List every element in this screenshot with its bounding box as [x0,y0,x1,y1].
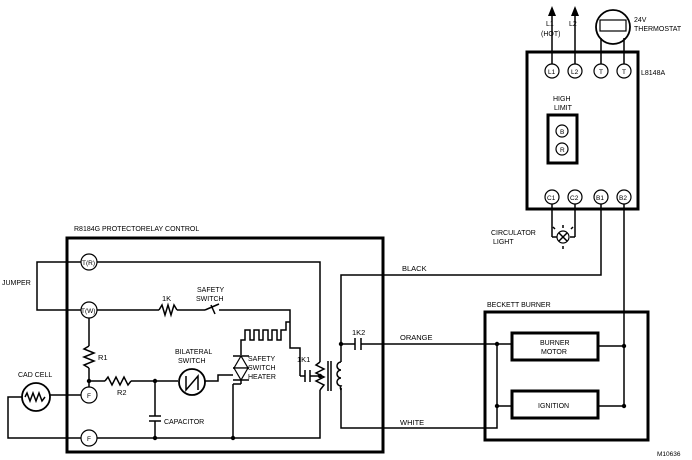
burner-title: BECKETT BURNER [487,302,551,309]
coil-1k-label: 1K [162,294,171,303]
svg-text:L1: L1 [548,69,556,76]
field-wiring: BLACK 1K2 ORANGE WHITE [340,204,627,429]
cad-cell-icon [21,382,51,412]
heater-label-2: SWITCH [248,365,276,372]
l1-label: L1 [546,21,554,28]
high-limit-switch [546,113,579,165]
l8148a-model: L8148A [641,70,665,77]
contact-1k1-label: 1K1 [297,355,310,364]
heater-label-3: HEATER [248,374,276,381]
high-limit-label-2: LIMIT [554,105,573,112]
svg-text:L2: L2 [571,69,579,76]
power-leads: L1 (HOT) L2 [541,6,579,64]
terminal-b [555,124,569,138]
circulator-label: CIRCULATOR [491,230,536,237]
triac-icon [232,354,250,384]
heater-label: SAFETY [248,356,276,363]
contact-1k2-label: 1K2 [352,328,365,337]
svg-text:B1: B1 [596,195,604,202]
figure-id: M10636 [657,451,681,458]
svg-text:T: T [599,69,603,76]
bilateral-switch-label: BILATERAL [175,349,212,356]
svg-text:F: F [87,436,91,443]
svg-text:F: F [87,393,91,400]
wire-white-label: WHITE [400,418,424,427]
svg-text:R: R [560,147,565,154]
protectorelay-control: R8184G PROTECTORELAY CONTROL T(R) T(W) F… [2,226,385,454]
resistor-r1 [81,345,97,369]
svg-text:T: T [622,69,626,76]
svg-text:C2: C2 [570,195,579,202]
circulator-light: CIRCULATOR LIGHT [491,204,576,249]
capacitor-label: CAPACITOR [164,419,204,426]
l2-label: L2 [569,21,577,28]
terminal-r [555,142,569,156]
high-limit-label: HIGH [553,96,571,103]
safety-switch-label-2: SWITCH [196,296,224,303]
cad-cell-label: CAD CELL [18,372,52,379]
cad-cell: CAD CELL [7,372,81,439]
svg-text:C1: C1 [547,195,556,202]
circulator-label-2: LIGHT [493,239,514,246]
jumper-wire [36,261,81,311]
thermostat-voltage: 24V [634,17,647,24]
svg-text:T(W): T(W) [81,308,95,315]
safety-switch-heater [240,321,290,355]
svg-text:B2: B2 [619,195,627,202]
wire-black-label: BLACK [402,264,427,273]
safety-switch-label: SAFETY [197,287,225,294]
resistor-r2 [104,375,132,387]
terminal-l2 [567,63,583,79]
r2-label: R2 [117,388,127,397]
terminal-t2 [616,63,632,79]
jumper-label: JUMPER [2,280,31,287]
terminal-l1 [544,63,560,79]
bilateral-switch-label-2: SWITCH [178,358,206,365]
terminal-t1 [593,63,609,79]
thermostat: 24V THERMOSTAT [595,9,682,64]
l1-hot-label: (HOT) [541,31,560,38]
beckett-burner: BECKETT BURNER BURNER MOTOR IGNITION [483,302,650,442]
thermostat-label: THERMOSTAT [634,26,682,33]
r1-label: R1 [98,353,108,362]
svg-text:BURNER: BURNER [540,340,570,347]
svg-text:T(R): T(R) [82,260,95,267]
wire-orange-label: ORANGE [400,333,433,342]
l8148a-control: L8148A L1 L2 T T HIGH LIMIT B R C1 C2 B1… [525,50,665,211]
protector-title: R8184G PROTECTORELAY CONTROL [74,226,199,233]
svg-text:IGNITION: IGNITION [538,403,569,410]
svg-text:MOTOR: MOTOR [541,349,567,356]
relay-coil-1k [158,302,178,318]
svg-text:B: B [560,129,564,136]
ignition [510,389,600,420]
